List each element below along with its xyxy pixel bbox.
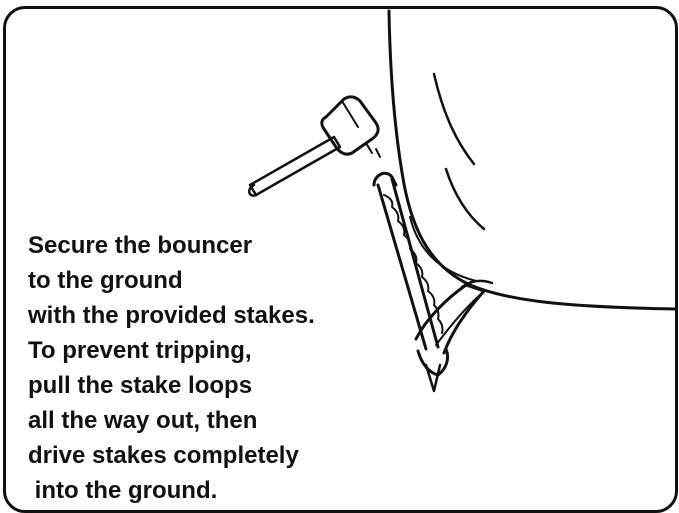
instruction-line: into the ground.	[28, 477, 218, 504]
stake-icon	[372, 171, 450, 393]
instruction-panel: Secure the bouncer to the ground with th…	[3, 6, 678, 513]
instruction-line: Secure the bouncer	[28, 232, 253, 259]
staking-illustration	[248, 9, 675, 393]
instruction-line: pull the stake loops	[28, 372, 253, 399]
stake-loop-icon	[414, 279, 494, 355]
hammer-icon	[248, 95, 381, 197]
instruction-text: Secure the bouncer to the ground with th…	[28, 228, 315, 508]
bouncer-body	[387, 9, 675, 311]
instruction-line: drive stakes completely	[28, 442, 299, 469]
instruction-line: to the ground	[28, 267, 183, 294]
instruction-line: with the provided stakes.	[28, 302, 315, 329]
instruction-line: To prevent tripping,	[28, 337, 252, 364]
instruction-line: all the way out, then	[28, 407, 258, 434]
